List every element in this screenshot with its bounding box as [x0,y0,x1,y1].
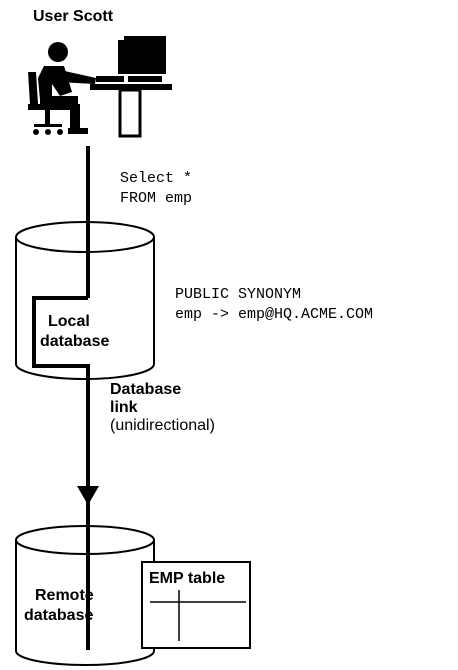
emp-table-box [141,561,251,649]
query-line-2: FROM emp [120,190,193,207]
query-line-1: Select * [120,170,193,187]
remote-db-label-2: database [24,607,94,624]
db-link-label-2: link [110,399,138,416]
synonym-line-2: emp -> emp@HQ.ACME.COM [175,306,374,323]
local-database-cylinder [15,221,155,380]
db-link-label-1: Database [110,381,182,398]
arrow-head [77,486,99,505]
local-db-label-1: Local [48,313,90,330]
db-link-label-3: (unidirectional) [110,417,215,434]
request-path [32,146,90,650]
local-db-label-2: database [40,333,110,350]
user-at-computer-icon [28,36,172,138]
emp-table-title: EMP table [149,570,226,587]
remote-db-label-1: Remote [35,587,94,604]
remote-database-cylinder [15,525,155,666]
user-label: User Scott [33,8,114,25]
synonym-line-1: PUBLIC SYNONYM [175,286,302,303]
